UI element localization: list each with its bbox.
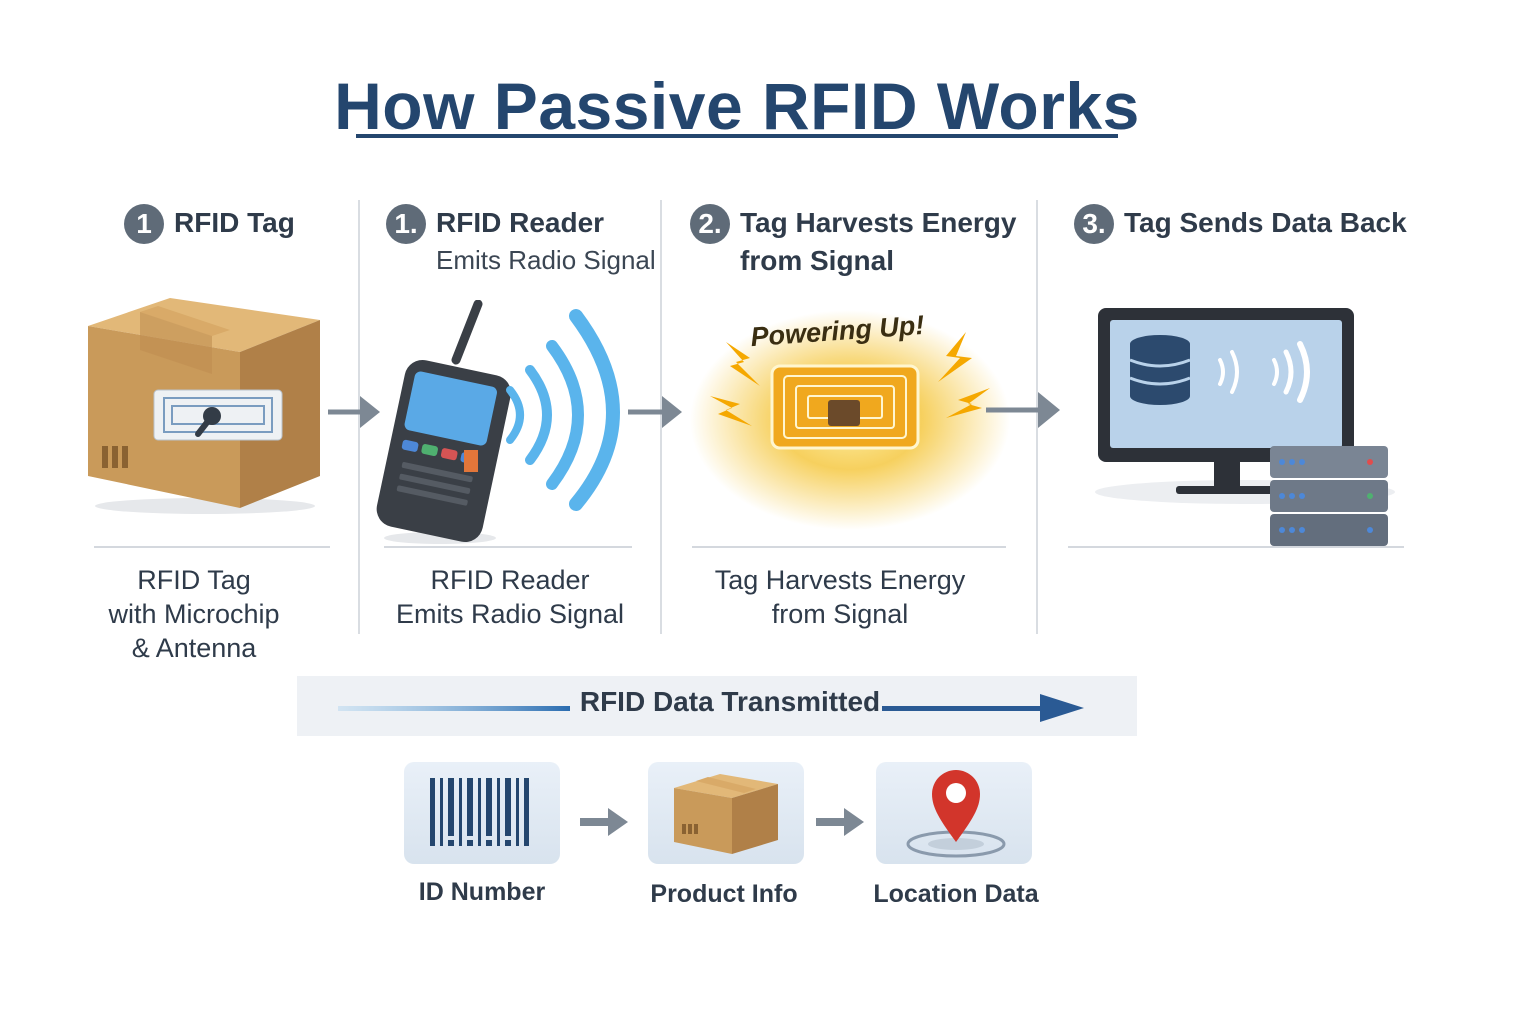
tile-label-id-number: ID Number [418, 878, 546, 906]
step-subtitle: Emits Radio Signal [436, 245, 656, 275]
tile-label-product-info: Product Info [650, 880, 798, 908]
arrow-right-icon [816, 808, 864, 836]
column-divider-3 [1036, 200, 1038, 634]
step-title: Tag Sends Data Back [1124, 207, 1407, 238]
box-with-tag-icon [88, 298, 320, 514]
separator-3 [692, 546, 1006, 548]
step-header-4: 3. Tag Sends Data Back [1074, 204, 1407, 244]
arrow-right-icon [986, 392, 1060, 428]
page-title: How Passive RFID Works [334, 69, 1140, 143]
tile-location-data [876, 762, 1032, 864]
column-divider-1 [358, 200, 360, 634]
step-caption-3: Tag Harvests Energy from Signal [714, 565, 966, 629]
tile-id-number [404, 762, 560, 864]
step-caption-2: RFID Reader Emits Radio Signal [395, 565, 625, 629]
step-number-badge: 1 [124, 204, 164, 244]
tile-label-location-data: Location Data [873, 880, 1039, 908]
column-divider-2 [660, 200, 662, 634]
step-number-badge: 1. [386, 204, 426, 244]
step-header-1: 1 RFID Tag [124, 204, 295, 244]
arrow-right-icon [628, 396, 682, 428]
step-title: RFID Tag [174, 207, 295, 238]
title-underline [356, 134, 1118, 138]
separator-2 [384, 546, 632, 548]
step-header-2: 1. RFID Reader Emits Radio Signal [386, 204, 656, 278]
transmission-arrow-icon [338, 694, 1084, 722]
rfid-reader-icon [376, 300, 620, 544]
step-header-3: 2. Tag Harvests Energy from Signal [690, 204, 1017, 280]
arrow-right-icon [328, 396, 380, 428]
step-number-badge: 3. [1074, 204, 1114, 244]
step-caption-1: RFID Tag with Microchip & Antenna [108, 565, 280, 663]
step-title: RFID Reader [436, 207, 605, 238]
tile-product-info [648, 762, 804, 864]
barcode-icon [430, 778, 529, 846]
energized-tag-icon: Powering Up! [690, 310, 1010, 530]
computer-server-icon [1095, 308, 1395, 546]
step-subtitle: from Signal [740, 245, 895, 276]
separator-1 [94, 546, 330, 548]
box-icon [674, 774, 778, 854]
banner-label: RFID Data Transmitted [579, 686, 881, 717]
arrow-right-icon [580, 808, 628, 836]
location-pin-icon [906, 770, 1006, 858]
step-title: Tag Harvests Energy [740, 207, 1017, 238]
step-number-badge: 2. [690, 204, 730, 244]
separator-4 [1068, 546, 1404, 548]
